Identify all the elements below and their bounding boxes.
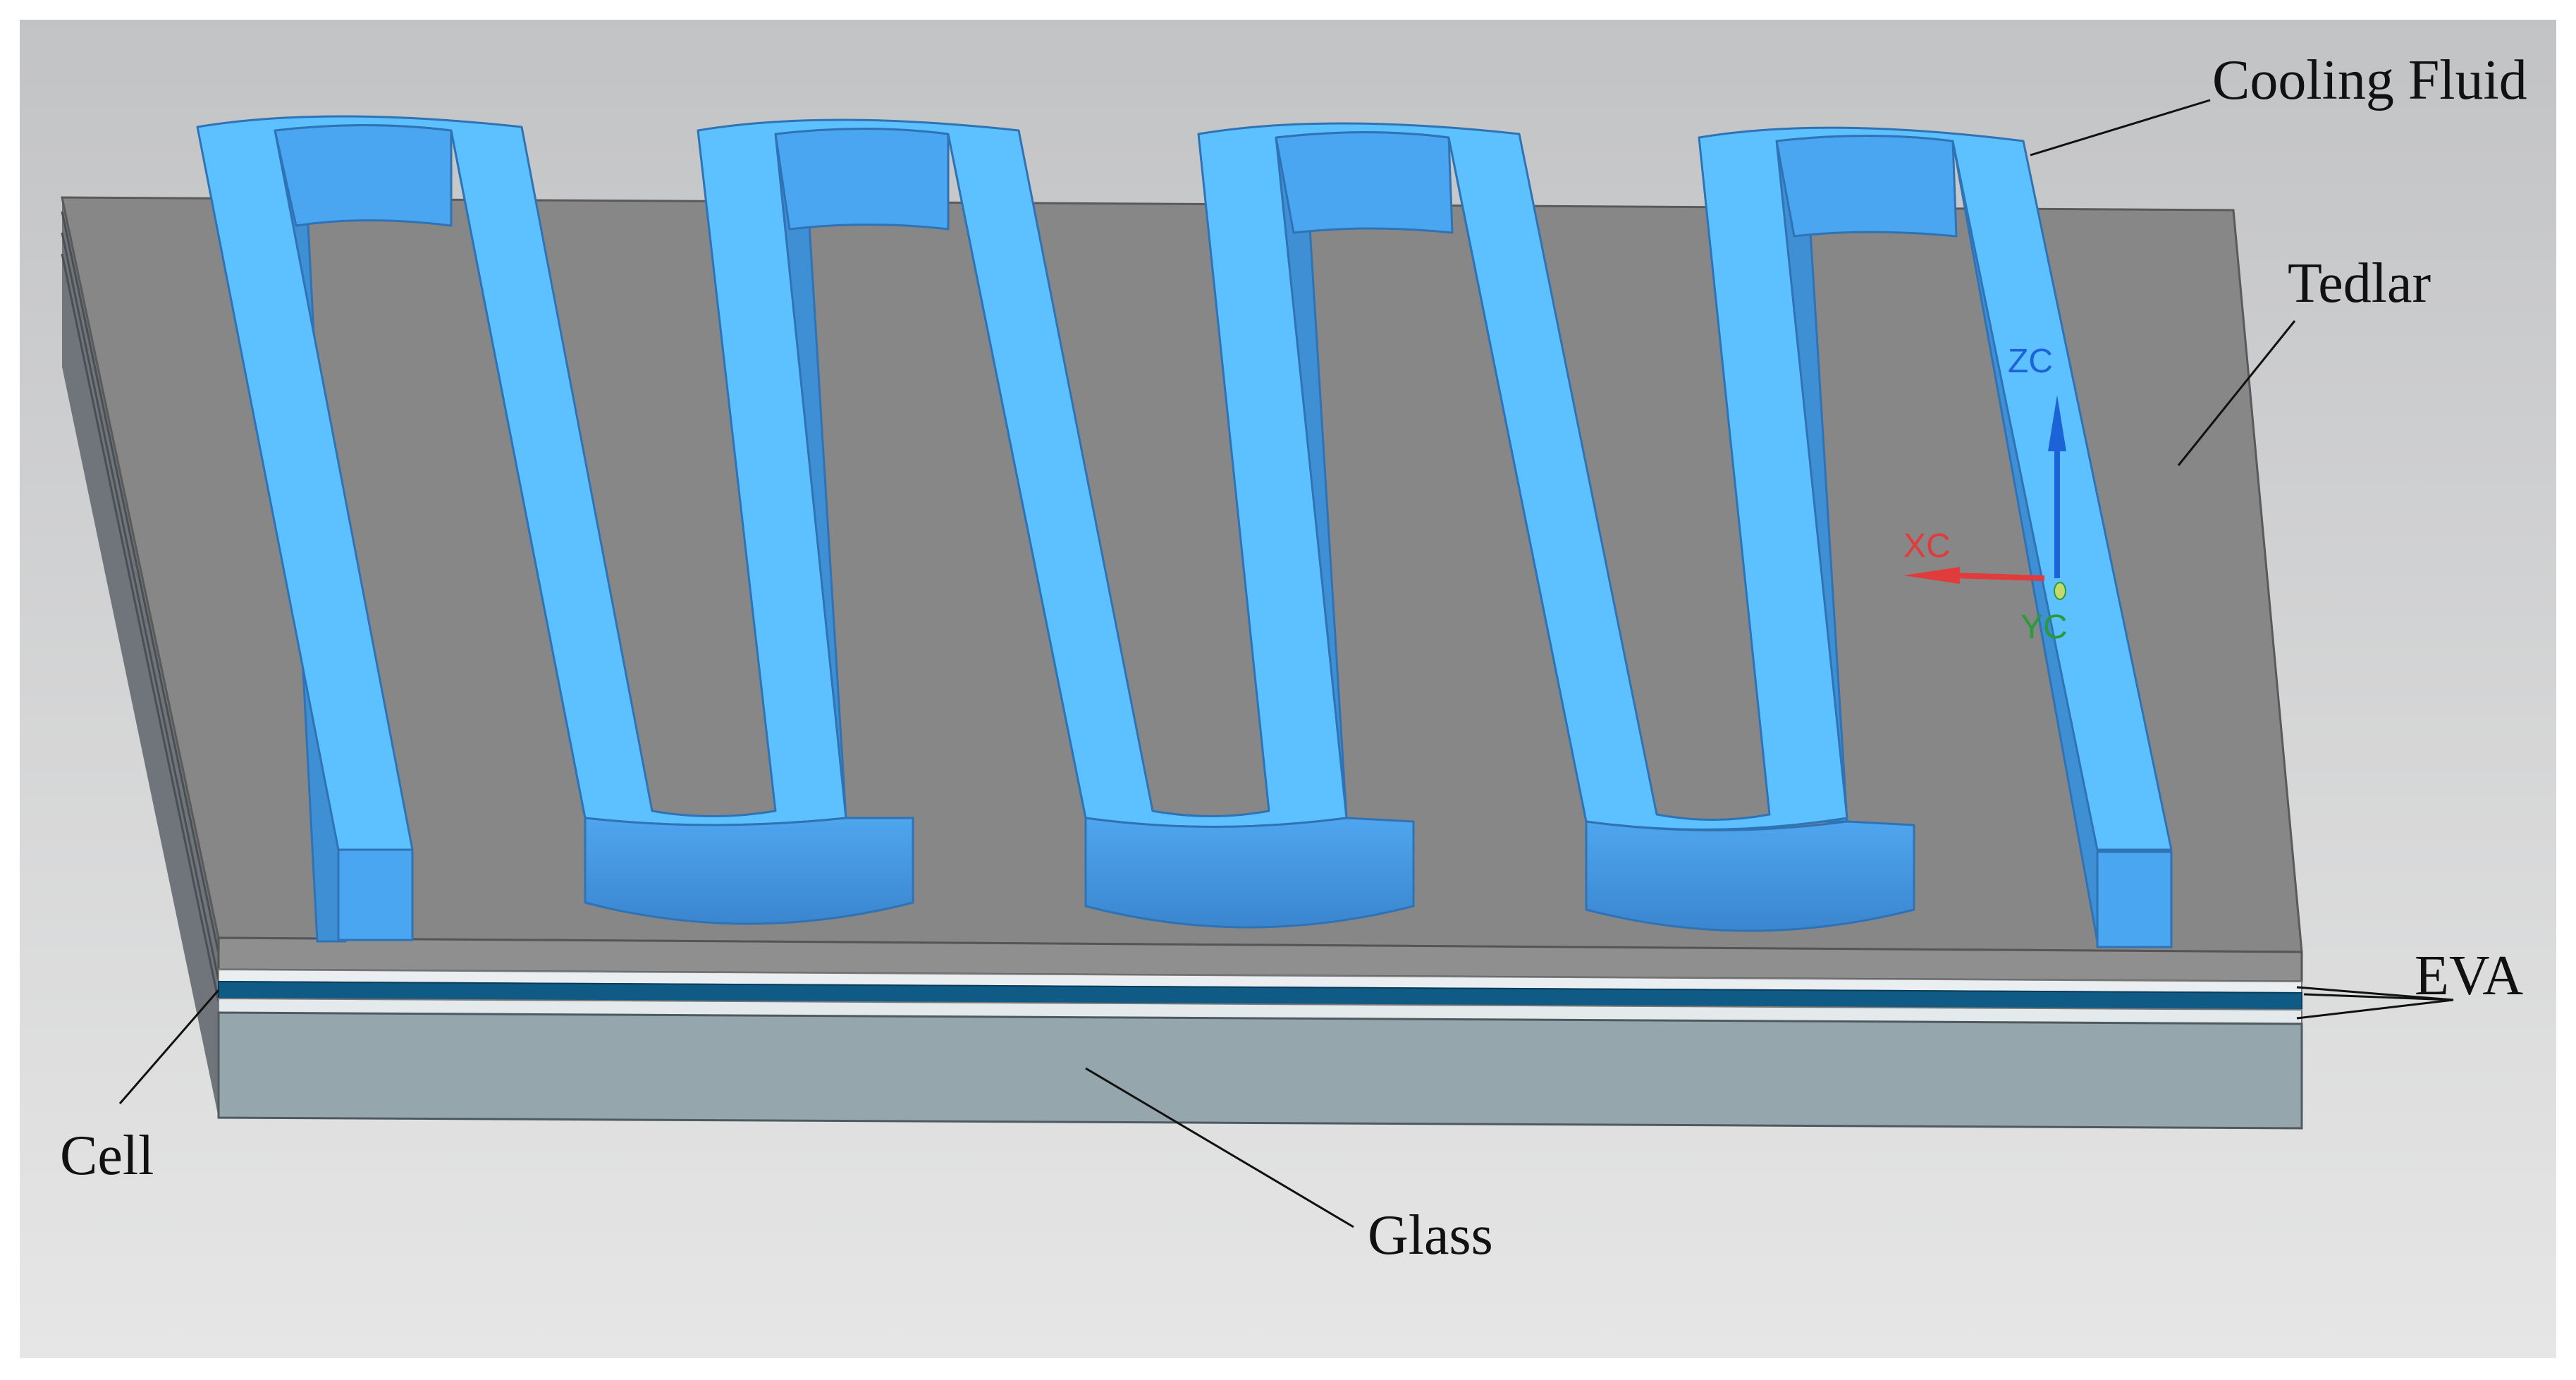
label-glass: Glass (1368, 1204, 1493, 1266)
module-left-face-line (61, 232, 220, 981)
cooling-fluid-leader (2030, 99, 2211, 157)
label-tedlar: Tedlar (2288, 252, 2431, 315)
top-bend-interior (1275, 131, 1454, 234)
top-bend-interior (1775, 135, 1958, 238)
cell-leader (118, 989, 220, 1104)
leader-lines (118, 99, 2454, 1228)
tedlar-leader (2177, 320, 2296, 466)
eva-leader-lower (2296, 999, 2454, 1020)
module-left-face-line (61, 211, 220, 954)
inlet-end-face (337, 848, 414, 941)
yc-axis-marker (2054, 582, 2066, 600)
zc-axis-label: ZC (2008, 343, 2053, 380)
bottom-bend-front (1084, 817, 1415, 929)
zc-axis-arrowhead (2048, 395, 2066, 451)
label-cooling-fluid: Cooling Fluid (2212, 49, 2527, 111)
eva-leader-mid (2303, 993, 2454, 1001)
outlet-end-face (2096, 850, 2173, 948)
top-bend-interior (274, 124, 453, 227)
module-left-face-line (61, 253, 220, 1002)
glass-layer (217, 1011, 2303, 1130)
xc-axis-label: XC (1903, 527, 1951, 565)
glass-leader (1085, 1067, 1354, 1228)
label-cell: Cell (60, 1125, 154, 1187)
eva-leader-upper (2296, 986, 2454, 1001)
bottom-bend-front (584, 817, 914, 925)
top-bend-interior (774, 128, 950, 231)
coordinate-axes: ZC XC YC (1903, 343, 2068, 646)
label-eva: EVA (2415, 945, 2523, 1007)
tube-top-surface (196, 115, 2173, 851)
cooling-fluid-tube (196, 115, 2173, 948)
bottom-bend-front (1585, 820, 1915, 932)
yc-axis-label: YC (2020, 609, 2068, 646)
xc-axis-arrowhead (1903, 567, 1960, 584)
module-left-face (62, 197, 219, 1118)
